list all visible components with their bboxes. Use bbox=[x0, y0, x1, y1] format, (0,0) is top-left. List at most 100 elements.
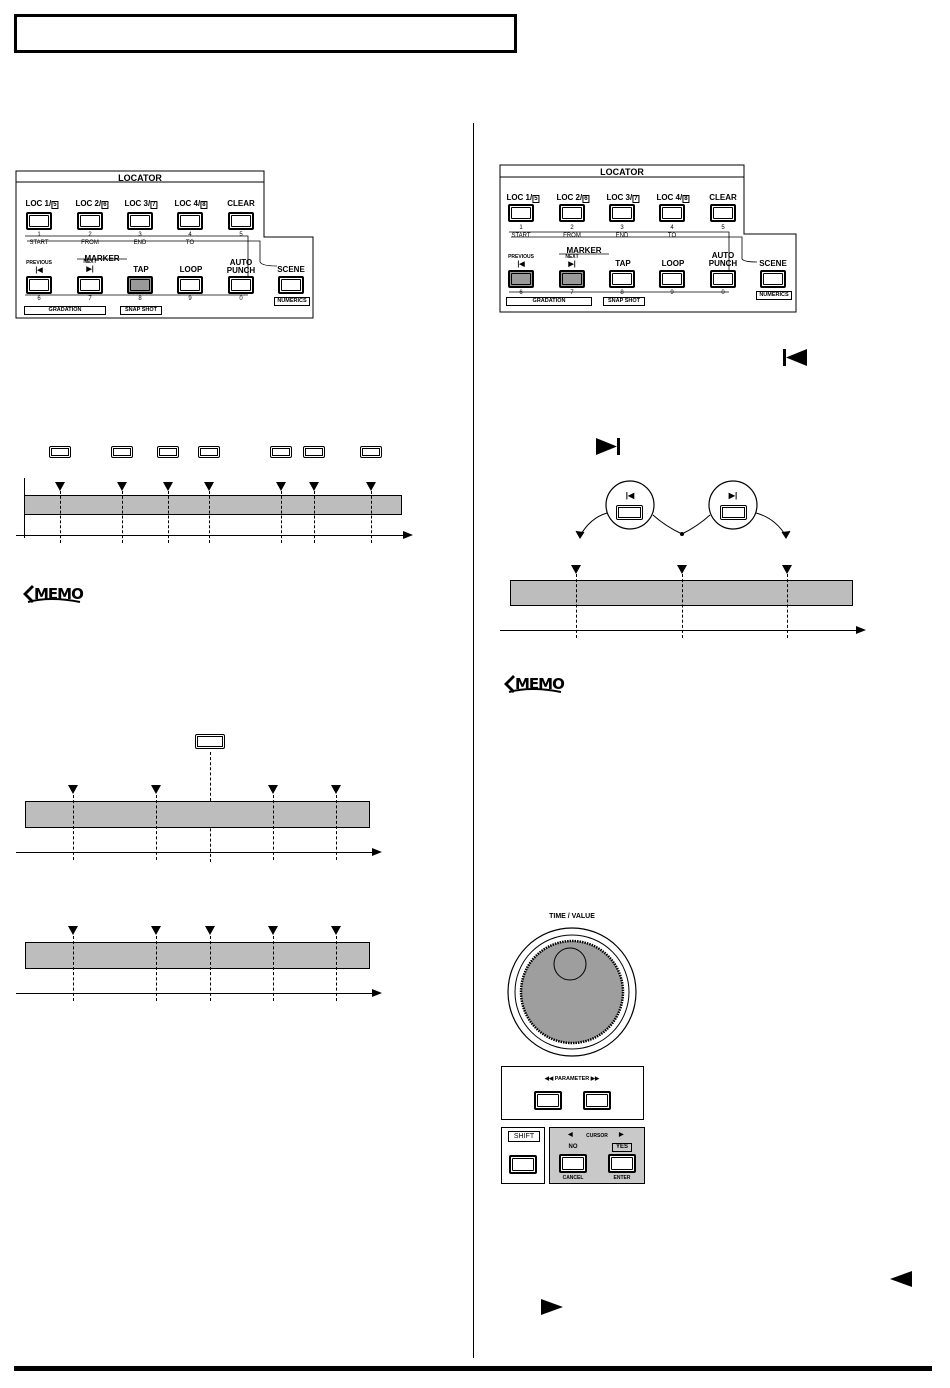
loc3-label: LOC 3/7 bbox=[606, 193, 640, 203]
clear-button[interactable] bbox=[710, 204, 736, 222]
clear-num: 5 bbox=[721, 225, 725, 231]
time-axis bbox=[500, 630, 860, 631]
previous-marker-button[interactable] bbox=[508, 270, 534, 288]
marker-triangle bbox=[331, 926, 341, 935]
num-9: 9 bbox=[188, 296, 192, 302]
previous-marker-button[interactable] bbox=[26, 276, 52, 294]
memo-icon: MEMO bbox=[501, 672, 565, 696]
gradation-tag: GRADATION bbox=[24, 306, 106, 315]
song-bar bbox=[25, 942, 370, 969]
marker-line bbox=[73, 936, 74, 1001]
marker-triangle bbox=[571, 565, 581, 574]
shift-button[interactable] bbox=[509, 1155, 537, 1174]
loc2-label: LOC 2/6 bbox=[556, 193, 590, 203]
scene-label: SCENE bbox=[759, 259, 787, 268]
num-8: 8 bbox=[138, 296, 142, 302]
tap-press-indicator bbox=[270, 446, 292, 458]
loc4-sub: TO bbox=[667, 233, 677, 239]
marker-line bbox=[281, 491, 282, 543]
marker-line bbox=[314, 491, 315, 543]
loc4-label: LOC 4/8 bbox=[656, 193, 690, 203]
scene-button[interactable] bbox=[278, 276, 304, 294]
marker-triangle bbox=[68, 785, 78, 794]
loc4-label: LOC 4/8 bbox=[174, 199, 208, 209]
loop-button[interactable] bbox=[177, 276, 203, 294]
loop-button[interactable] bbox=[659, 270, 685, 288]
loc1-button[interactable] bbox=[26, 212, 52, 230]
previous-label: PREVIOUS bbox=[508, 254, 534, 260]
left-triangle-icon bbox=[890, 1271, 912, 1287]
loc3-button[interactable] bbox=[609, 204, 635, 222]
marker-line bbox=[787, 574, 788, 638]
loc1-label: LOC 1/5 bbox=[25, 199, 59, 209]
loc1-num: 1 bbox=[519, 225, 523, 231]
marker-triangle bbox=[782, 565, 792, 574]
tap-label: TAP bbox=[615, 259, 631, 268]
num-9: 9 bbox=[670, 290, 674, 296]
time-axis bbox=[16, 993, 376, 994]
time-value-dial[interactable] bbox=[506, 926, 638, 1058]
yes-enter-button[interactable] bbox=[608, 1154, 636, 1173]
tap-button[interactable] bbox=[609, 270, 635, 288]
loc2-button[interactable] bbox=[559, 204, 585, 222]
marker-triangle bbox=[205, 926, 215, 935]
tap-button[interactable] bbox=[127, 276, 153, 294]
auto-punch-button[interactable] bbox=[228, 276, 254, 294]
loc1-sub: START bbox=[511, 233, 531, 239]
axis-arrowhead bbox=[856, 626, 866, 634]
clear-button[interactable] bbox=[228, 212, 254, 230]
marker-triangle bbox=[309, 482, 319, 491]
column-divider bbox=[473, 123, 474, 1358]
next-marker-button[interactable] bbox=[77, 276, 103, 294]
time-value-label: TIME / VALUE bbox=[549, 913, 595, 920]
loc2-sub: FROM bbox=[563, 233, 581, 239]
scene-button[interactable] bbox=[760, 270, 786, 288]
no-cancel-button[interactable] bbox=[559, 1154, 587, 1173]
time-axis bbox=[16, 535, 406, 536]
next-label: NEXT bbox=[565, 254, 579, 260]
marker-triangle bbox=[68, 926, 78, 935]
cursor-left-arrow: ◀ bbox=[568, 1132, 573, 1138]
next-button[interactable] bbox=[720, 505, 747, 520]
next-glyph: ▶| bbox=[86, 266, 94, 273]
next-glyph: ▶| bbox=[728, 491, 738, 500]
loc4-button[interactable] bbox=[177, 212, 203, 230]
auto-punch-label: AUTO PUNCH bbox=[708, 251, 738, 268]
loc2-label: LOC 2/6 bbox=[75, 199, 109, 209]
previous-glyph: |◀ bbox=[35, 267, 43, 274]
marker-line bbox=[156, 795, 157, 860]
locator-panel-left: LOCATOR LOC 1/5 1 START LOC 2/6 2 FROM L… bbox=[15, 170, 315, 320]
loc4-num: 4 bbox=[188, 232, 192, 238]
next-marker-button[interactable] bbox=[559, 270, 585, 288]
shift-label: SHIFT bbox=[508, 1131, 540, 1142]
numerics-tag: NUMERICS bbox=[756, 291, 792, 300]
bottom-rule bbox=[14, 1366, 932, 1371]
snapshot-tag: SNAP SHOT bbox=[603, 297, 645, 306]
time-axis bbox=[16, 852, 376, 853]
loc3-sub: END bbox=[133, 240, 147, 246]
memo-text: MEMO bbox=[515, 675, 565, 693]
previous-button[interactable] bbox=[616, 505, 643, 520]
clear-label: CLEAR bbox=[227, 199, 255, 208]
marker-triangle bbox=[55, 482, 65, 491]
loc1-button[interactable] bbox=[508, 204, 534, 222]
loop-label: LOOP bbox=[179, 265, 203, 274]
page-header-box bbox=[14, 14, 517, 53]
marker-triangle bbox=[366, 482, 376, 491]
parameter-left-button[interactable] bbox=[534, 1091, 562, 1110]
loc4-button[interactable] bbox=[659, 204, 685, 222]
num-7: 7 bbox=[570, 290, 574, 296]
num-6: 6 bbox=[37, 296, 41, 302]
loc3-button[interactable] bbox=[127, 212, 153, 230]
auto-punch-button[interactable] bbox=[710, 270, 736, 288]
parameter-right-button[interactable] bbox=[583, 1091, 611, 1110]
loc2-num: 2 bbox=[88, 232, 92, 238]
loc2-button[interactable] bbox=[77, 212, 103, 230]
locator-title: LOCATOR bbox=[118, 173, 162, 183]
num-0: 0 bbox=[239, 296, 243, 302]
marker-triangle bbox=[163, 482, 173, 491]
loc2-num: 2 bbox=[570, 225, 574, 231]
numerics-tag: NUMERICS bbox=[274, 297, 310, 306]
locator-title: LOCATOR bbox=[600, 167, 644, 177]
marker-triangle bbox=[268, 785, 278, 794]
